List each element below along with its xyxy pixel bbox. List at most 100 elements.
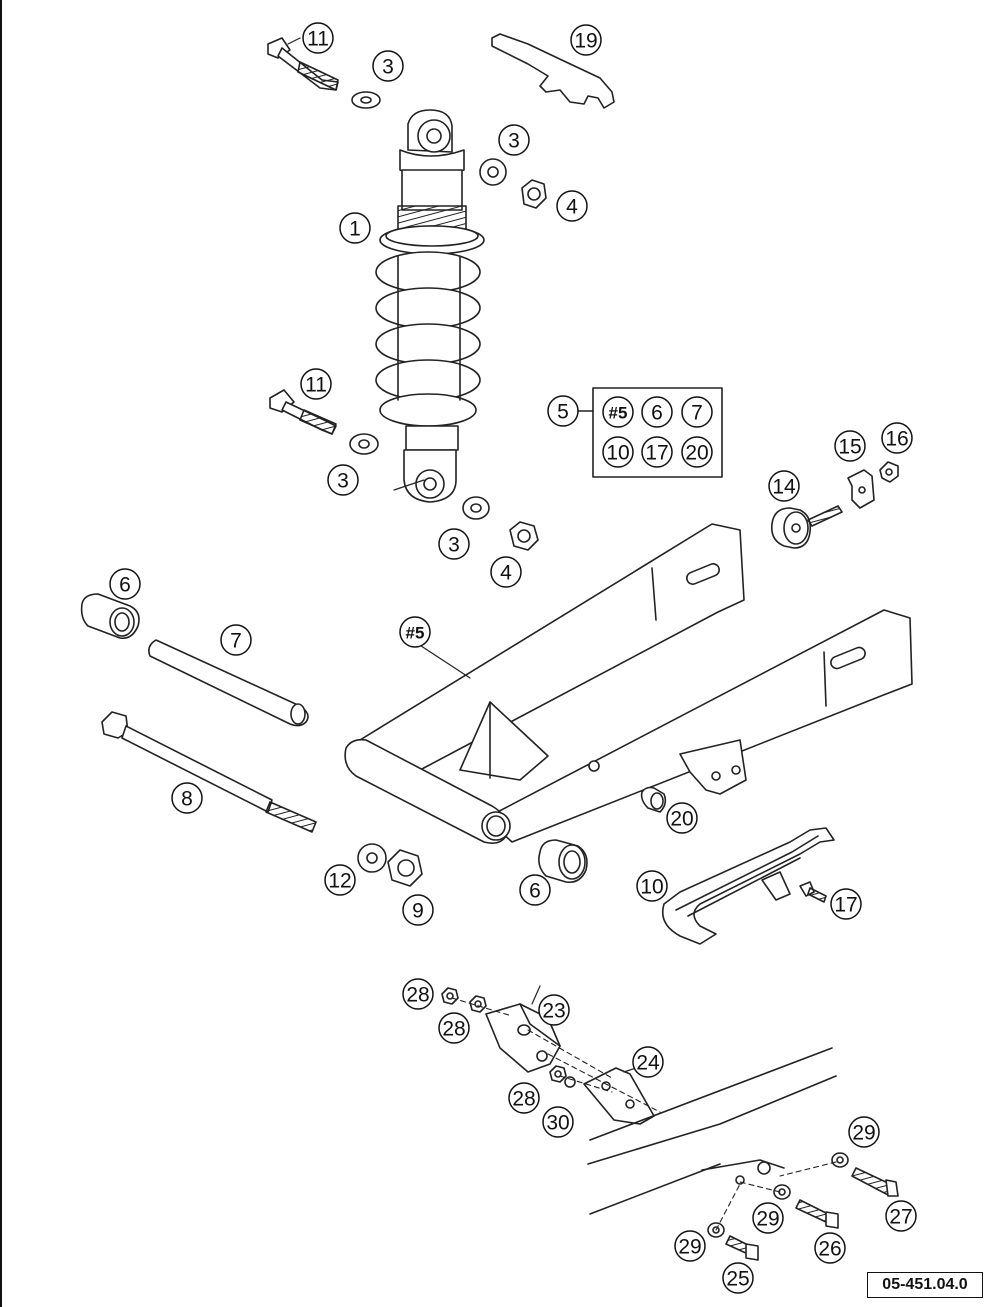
nut-part-28-b xyxy=(469,995,487,1013)
callout-c6b: 6 xyxy=(519,874,551,906)
callout-c8-text: 8 xyxy=(181,788,193,811)
callout-c5hash: #5 xyxy=(399,616,431,648)
callout-c28c: 28 xyxy=(508,1082,540,1114)
chain-slider-part-10 xyxy=(661,827,835,945)
callout-c27-text: 27 xyxy=(889,1206,912,1229)
callout-c30-text: 30 xyxy=(546,1112,569,1135)
callout-c29c: 29 xyxy=(674,1230,706,1262)
callout-c11b: 11 xyxy=(300,368,332,400)
callout-c28a: 28 xyxy=(402,978,434,1010)
kit-box xyxy=(592,387,723,478)
callout-c9-text: 9 xyxy=(412,900,424,923)
bushing-part-20 xyxy=(640,786,667,813)
callout-c3b: 3 xyxy=(498,124,530,156)
callout-c12-text: 12 xyxy=(328,870,351,893)
callout-c9: 9 xyxy=(402,894,434,926)
callout-c29a-text: 29 xyxy=(852,1122,875,1145)
callout-c19-text: 19 xyxy=(574,30,597,53)
callout-c3b-text: 3 xyxy=(508,130,520,153)
nut-part-28-a xyxy=(441,987,459,1005)
kit-item-0: #5 xyxy=(602,396,634,428)
callout-kit-5-text: 5 xyxy=(557,401,569,424)
callout-c16: 16 xyxy=(881,422,913,454)
callout-c24: 24 xyxy=(632,1046,664,1078)
callout-c25-text: 25 xyxy=(726,1268,749,1291)
adjuster-plate-part-15 xyxy=(847,469,875,509)
callout-c15-text: 15 xyxy=(838,436,861,459)
kit-item-5: 20 xyxy=(681,436,713,468)
callout-c29b-text: 29 xyxy=(756,1208,779,1231)
callout-c29c-text: 29 xyxy=(678,1236,701,1259)
callout-c1: 1 xyxy=(339,212,371,244)
kit-item-4-text: 17 xyxy=(645,442,668,465)
callout-c8: 8 xyxy=(171,782,203,814)
washer-part-30 xyxy=(564,1076,576,1088)
bushing-part-6-right xyxy=(538,839,588,884)
callout-c14-text: 14 xyxy=(772,476,796,499)
document-reference-label: 05-451.04.0 xyxy=(867,1272,983,1298)
callout-c6b-text: 6 xyxy=(529,880,541,903)
callout-c11a: 11 xyxy=(302,22,334,54)
callout-c3d: 3 xyxy=(438,528,470,560)
leader-lines xyxy=(287,37,637,1073)
callout-c10: 10 xyxy=(636,870,668,902)
assembly-axes xyxy=(451,997,837,1231)
callout-c17: 17 xyxy=(830,888,862,920)
callout-c11a-text: 11 xyxy=(307,28,329,51)
callout-c3d-text: 3 xyxy=(448,534,460,557)
swingarm-part-5 xyxy=(344,523,913,844)
callout-c15: 15 xyxy=(834,430,866,462)
kit-item-3-text: 10 xyxy=(606,442,629,465)
callout-c27: 27 xyxy=(885,1200,917,1232)
hook-wrench-part-19 xyxy=(491,33,615,109)
callout-c14: 14 xyxy=(768,470,800,502)
callout-c29a: 29 xyxy=(848,1116,880,1148)
callout-c28b-text: 28 xyxy=(442,1018,465,1041)
callout-c29b: 29 xyxy=(752,1202,784,1234)
callout-c3c-text: 3 xyxy=(337,470,349,493)
kit-item-1-text: 6 xyxy=(651,402,663,425)
screw-part-25 xyxy=(725,1235,759,1261)
callout-c28c-text: 28 xyxy=(512,1088,535,1111)
callout-c11b-text: 11 xyxy=(305,374,327,397)
callout-c3a: 3 xyxy=(372,50,404,82)
kit-item-5-text: 20 xyxy=(685,442,708,465)
callout-c30: 30 xyxy=(542,1106,574,1138)
callout-c5hash-text: #5 xyxy=(406,624,425,643)
kit-item-0-text: #5 xyxy=(609,404,628,423)
callout-c4a: 4 xyxy=(556,190,588,222)
callout-c7: 7 xyxy=(220,624,252,656)
kit-item-2: 7 xyxy=(681,396,713,428)
callout-c20-text: 20 xyxy=(670,808,693,831)
screw-part-17 xyxy=(799,881,827,903)
callout-c25: 25 xyxy=(722,1262,754,1294)
callout-c20: 20 xyxy=(666,802,698,834)
bushing-part-6-left xyxy=(80,593,140,640)
callout-c28a-text: 28 xyxy=(406,984,429,1007)
callout-c16-text: 16 xyxy=(885,428,908,451)
kit-item-2-text: 7 xyxy=(691,402,703,425)
callout-c6a: 6 xyxy=(109,568,141,600)
callout-c6a-text: 6 xyxy=(119,574,131,597)
nut-part-16 xyxy=(879,461,899,483)
page-left-border xyxy=(0,0,2,1307)
screw-part-26 xyxy=(795,1199,839,1229)
nut-part-9 xyxy=(387,849,423,887)
callout-c4b-text: 4 xyxy=(500,562,512,585)
callout-c23: 23 xyxy=(538,994,570,1026)
bracket-part-23 xyxy=(485,1003,561,1073)
callout-c26-text: 26 xyxy=(818,1238,841,1261)
callout-c23-text: 23 xyxy=(542,1000,565,1023)
shock-absorber-part-1 xyxy=(375,109,485,503)
bolt-part-11-top xyxy=(267,37,339,91)
kit-item-4: 17 xyxy=(641,436,673,468)
callout-c26: 26 xyxy=(814,1232,846,1264)
kit-item-1: 6 xyxy=(641,396,673,428)
spacer-tube-part-7 xyxy=(148,639,309,727)
callout-c4a-text: 4 xyxy=(566,196,578,219)
callout-c3a-text: 3 xyxy=(382,56,394,79)
callout-c10-text: 10 xyxy=(640,876,663,899)
kit-item-3: 10 xyxy=(602,436,634,468)
